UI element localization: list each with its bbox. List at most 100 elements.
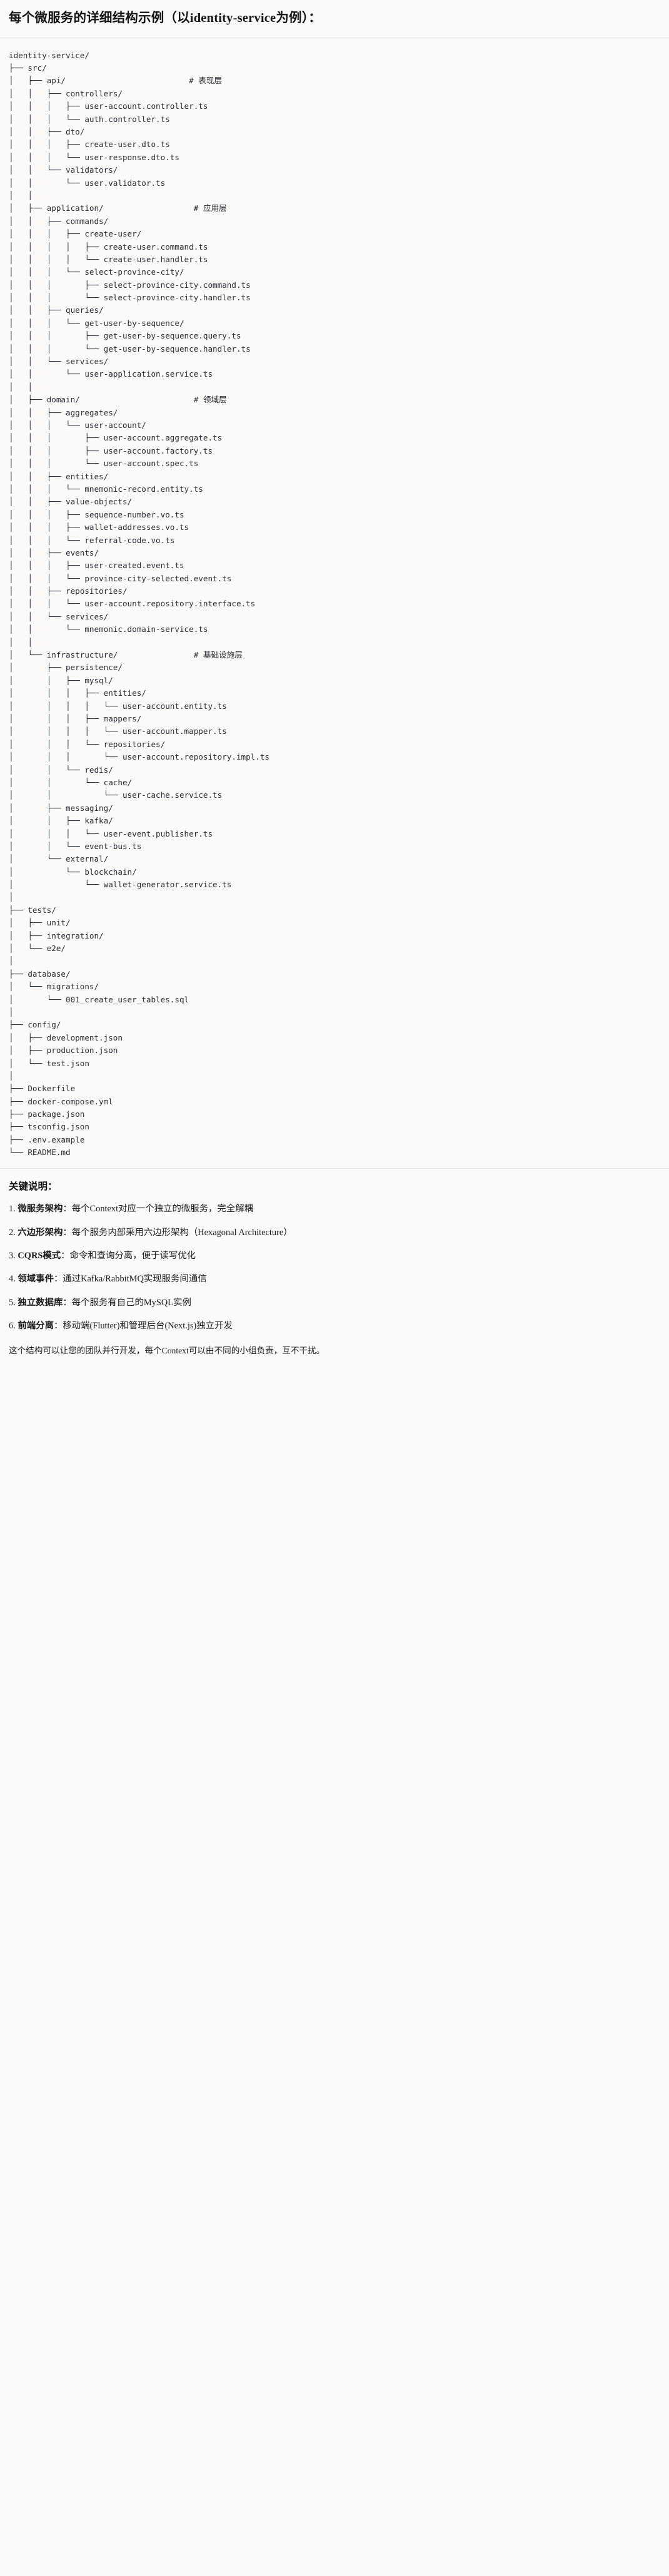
tree-line: │ │ └── user-application.service.ts	[9, 369, 213, 379]
directory-tree: identity-service/ ├── src/ │ ├── api/ # 表现…	[9, 49, 660, 1159]
tree-line: │ │ │ ├── mappers/	[9, 713, 142, 723]
tree-line: ├── package.json	[9, 1109, 85, 1119]
key-note-index: 5.	[9, 1297, 18, 1308]
key-note-text: 移动端(Flutter)和管理后台(Next.js)独立开发	[63, 1320, 233, 1331]
tree-line: │ │ │ └── get-user-by-sequence.handler.t…	[9, 344, 251, 354]
tree-line: │ │ │ └── user-account.repository.impl.t…	[9, 752, 270, 762]
tree-line: │ │ │ └── repositories/	[9, 739, 166, 749]
tree-line: │ ├── api/ # 表现层	[9, 76, 223, 86]
tree-layer-comment: # 表现层	[189, 76, 223, 86]
tree-line: │ ├── development.json	[9, 1032, 123, 1042]
key-note-term: 微服务架构	[18, 1204, 63, 1214]
key-note-index: 4.	[9, 1274, 18, 1285]
tree-line: │ │ └── user-cache.service.ts	[9, 790, 223, 800]
tree-line: │ ├── persistence/	[9, 663, 123, 673]
tree-line: │ │ ├── aggregates/	[9, 407, 118, 417]
tree-line: │ │ │ └── user-account/	[9, 420, 146, 430]
tree-line: │ │ │ │ └── user-account.entity.ts	[9, 701, 227, 711]
tree-line: │ │ │ └── select-province-city.handler.t…	[9, 293, 251, 303]
tree-line: ├── tests/	[9, 905, 56, 915]
tree-line: │ │ └── redis/	[9, 765, 113, 775]
tree-line: │ └── test.json	[9, 1058, 89, 1068]
tree-line: │ │ ├── events/	[9, 547, 99, 557]
key-note-separator: ：	[53, 1274, 63, 1285]
tree-line: │ │ │ ├── select-province-city.command.t…	[9, 280, 251, 290]
tree-line: │ │ ├── kafka/	[9, 816, 113, 826]
directory-tree-text: identity-service/ ├── src/ │ ├── api/ # 表现…	[9, 49, 660, 1159]
tree-line: │ │ └── mnemonic.domain-service.ts	[9, 624, 208, 634]
tree-line: │ ├── production.json	[9, 1046, 118, 1056]
tree-line: │ │ │ └── mnemonic-record.entity.ts	[9, 484, 203, 494]
tree-line: │ │ ├── repositories/	[9, 586, 128, 596]
tree-line: │ │ │ │ ├── create-user.command.ts	[9, 242, 208, 252]
key-note-separator: ：	[63, 1227, 72, 1238]
key-note-separator: ：	[63, 1204, 72, 1214]
tree-line: │ │ │ ├── user-account.factory.ts	[9, 445, 213, 456]
key-note-term: 前端分离	[18, 1320, 54, 1331]
key-note-text: 每个服务内部采用六边形架构（Hexagonal Architecture）	[71, 1227, 293, 1238]
tree-line: │ │ │ └── select-province-city/	[9, 267, 184, 277]
tree-line: │ │ └── services/	[9, 611, 109, 621]
tree-line: ├── .env.example	[9, 1134, 85, 1144]
tree-line: │ │ │ └── auth.controller.ts	[9, 114, 170, 124]
tree-line: │ │ └── validators/	[9, 165, 118, 175]
tree-line: │ │ ├── value-objects/	[9, 497, 133, 507]
key-note-term: 六边形架构	[18, 1227, 63, 1238]
key-note-index: 1.	[9, 1204, 18, 1214]
tree-line: └── README.md	[9, 1148, 71, 1158]
key-note-item: 5. 独立数据库：每个服务有自己的MySQL实例	[9, 1296, 660, 1310]
tree-line: │ │ │ └── referral-code.vo.ts	[9, 535, 175, 545]
tree-line: │ │ │ ├── user-account.aggregate.ts	[9, 433, 223, 443]
tree-line: │ ├── application/ # 应用层	[9, 203, 227, 213]
tree-line: │ │ │ ├── get-user-by-sequence.query.ts	[9, 331, 241, 341]
tree-line: ├── docker-compose.yml	[9, 1096, 113, 1106]
tree-line: │ │ │ └── user-event.publisher.ts	[9, 828, 213, 838]
tree-line: │ │ │ ├── entities/	[9, 688, 146, 698]
tree-line: identity-service/	[9, 50, 89, 60]
tree-line: ├── tsconfig.json	[9, 1122, 89, 1132]
tree-line: │ └── external/	[9, 854, 109, 864]
tree-layer-comment: # 领域层	[193, 395, 227, 405]
tree-line: │ └── e2e/	[9, 944, 66, 954]
tree-line: │	[9, 956, 14, 966]
key-note-term: CQRS模式	[18, 1251, 61, 1261]
key-note-item: 2. 六边形架构：每个服务内部采用六边形架构（Hexagonal Archite…	[9, 1226, 660, 1240]
tree-line: ├── Dockerfile	[9, 1084, 76, 1094]
key-note-text: 每个Context对应一个独立的微服务，完全解耦	[71, 1204, 253, 1214]
key-note-text: 通过Kafka/RabbitMQ实现服务间通信	[63, 1274, 207, 1285]
tree-line: │ │ │ └── province-city-selected.event.t…	[9, 573, 232, 583]
closing-paragraph: 这个结构可以让您的团队并行开发，每个Context可以由不同的小组负责，互不干扰…	[9, 1346, 325, 1356]
tree-line: ├── src/	[9, 63, 47, 73]
tree-line: │ └── migrations/	[9, 982, 99, 992]
tree-layer-comment: # 应用层	[193, 203, 227, 213]
key-note-item: 1. 微服务架构：每个Context对应一个独立的微服务，完全解耦	[9, 1202, 660, 1216]
tree-line: │ │ ├── mysql/	[9, 675, 113, 685]
tree-line: │ │ │ ├── create-user/	[9, 229, 142, 239]
tree-line: │ └── blockchain/	[9, 867, 137, 877]
key-note-separator: ：	[63, 1297, 72, 1308]
tree-line: │ │ ├── dto/	[9, 127, 85, 137]
tree-line: │ └── infrastructure/ # 基础设施层	[9, 650, 243, 660]
tree-line: │ │ └── user.validator.ts	[9, 178, 166, 188]
key-note-index: 6.	[9, 1320, 18, 1331]
tree-line: │ ├── integration/	[9, 930, 104, 940]
page-root: 每个微服务的详细结构示例（以identity-service为例）： ident…	[0, 11, 669, 1368]
key-note-item: 3. CQRS模式：命令和查询分离，便于读写优化	[9, 1249, 660, 1263]
key-note-term: 独立数据库	[18, 1297, 63, 1308]
tree-line: ├── config/	[9, 1020, 61, 1030]
notes-divider	[0, 1168, 669, 1169]
key-note-term: 领域事件	[18, 1274, 54, 1285]
page-title: 每个微服务的详细结构示例（以identity-service为例）：	[9, 11, 321, 25]
tree-line: │	[9, 892, 14, 902]
key-notes-heading: 关键说明：	[9, 1181, 58, 1192]
tree-line: │	[9, 1071, 14, 1081]
tree-layer-comment: # 基础设施层	[193, 650, 243, 660]
key-note-separator: ：	[61, 1251, 70, 1261]
tree-line: │ │	[9, 637, 33, 647]
tree-line: │ │ │ │ └── user-account.mapper.ts	[9, 726, 227, 736]
key-note-index: 3.	[9, 1251, 18, 1261]
tree-line: │ │ ├── queries/	[9, 305, 104, 315]
tree-line: │ │ │ ├── sequence-number.vo.ts	[9, 509, 184, 519]
